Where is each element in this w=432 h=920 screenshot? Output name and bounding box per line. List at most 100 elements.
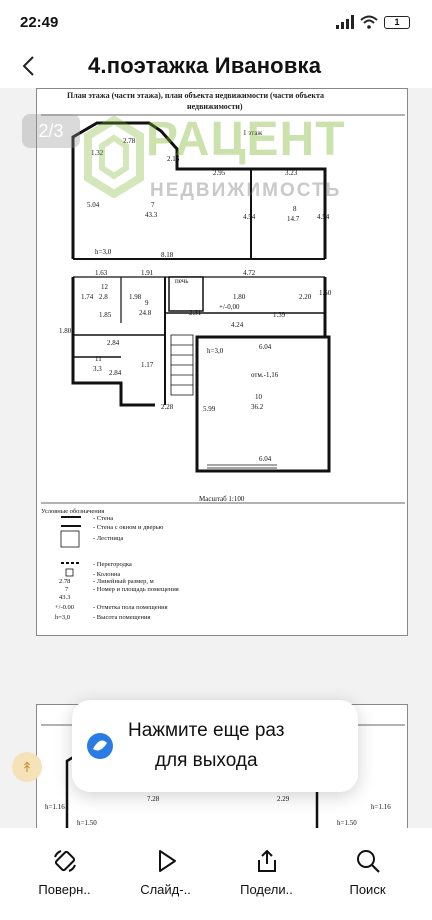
room-10-number: 10 xyxy=(255,393,263,401)
app-header: 4.поэтажка Ивановка xyxy=(0,44,432,88)
slideshow-button[interactable]: Слайд-.. xyxy=(122,836,210,920)
back-button[interactable] xyxy=(0,44,56,88)
play-icon xyxy=(158,850,176,872)
dim-1-63: 1.63 xyxy=(95,269,108,277)
legend-partition: - Перегородка xyxy=(93,561,132,568)
battery-icon: 1 xyxy=(384,15,410,29)
dim-2-84-b: 2.84 xyxy=(109,369,122,377)
floor-label: 1 этаж xyxy=(243,129,263,137)
dim-4-24: 4.24 xyxy=(231,321,244,329)
legend-room: - Номер и площадь помещения xyxy=(93,586,179,593)
share-icon xyxy=(257,849,276,872)
dim-4-54-b: 4.54 xyxy=(317,213,330,221)
dim-8-18: 8.18 xyxy=(161,251,174,259)
legend-wall: - Стена xyxy=(93,515,113,522)
room-11-area: 3.3 xyxy=(93,365,102,373)
room-12-area: 2.8 xyxy=(99,293,108,301)
plan-scale: Масштаб 1:100 xyxy=(199,495,245,503)
dim-2-16: 2.16 xyxy=(167,155,180,163)
status-bar: 22:49 1 xyxy=(0,0,432,44)
share-label: Подели.. xyxy=(240,882,293,897)
dim-1-85: 1.85 xyxy=(99,311,112,319)
legend-linear-value: 2.78 xyxy=(59,578,70,585)
legend-title: Условные обозначения xyxy=(41,508,104,515)
height-room-10: h=3,0 xyxy=(207,347,224,355)
dim-2-95: 2.95 xyxy=(213,169,226,177)
status-time: 22:49 xyxy=(20,13,59,31)
watermark-logo-icon xyxy=(84,116,144,198)
toast-line-2: для выхода xyxy=(154,750,258,771)
next-height-a: h=1.16 xyxy=(45,803,65,811)
room-7-number: 7 xyxy=(151,201,155,209)
search-button[interactable]: Поиск xyxy=(324,836,412,920)
dim-1-74: 1.74 xyxy=(81,293,94,301)
dim-1-17: 1.17 xyxy=(141,361,154,369)
floor-level-low: отм.-1,16 xyxy=(251,371,279,379)
legend-column: - Колонна xyxy=(93,571,120,578)
status-icons: 1 xyxy=(336,15,410,29)
watermark-brand: РАЦЕНТ xyxy=(146,113,346,166)
dim-1-98: 1.98 xyxy=(129,293,142,301)
dim-1-80-a: 1.80 xyxy=(233,293,246,301)
next-dim-1: 7.28 xyxy=(147,795,160,803)
next-dim-2: 2.29 xyxy=(277,795,290,803)
battery-level: 1 xyxy=(394,17,400,27)
next-height-d: h=1.16 xyxy=(371,803,391,811)
legend-room-number: 7 xyxy=(65,586,69,593)
dim-5-99: 5.99 xyxy=(203,405,216,413)
dim-2-84-a: 2.84 xyxy=(107,339,120,347)
legend-wall-window: - Стена с окном и дверью xyxy=(93,524,164,531)
dim-1-39: 1.39 xyxy=(273,311,286,319)
next-height-c: h=1.50 xyxy=(337,819,357,827)
search-icon xyxy=(356,850,380,873)
dim-4-54-a: 4.54 xyxy=(243,213,256,221)
floor-level-0: +/-0,00 xyxy=(219,303,240,311)
room-8-area: 14.7 xyxy=(287,215,300,223)
legend-linear: - Линейный размер, м xyxy=(93,578,154,585)
wifi-icon xyxy=(360,15,378,29)
room-7-area: 43.3 xyxy=(145,211,158,219)
legend-room-area: 43.3 xyxy=(59,594,70,601)
exit-toast: Нажмите еще раз для выхода xyxy=(72,700,358,792)
floating-helper-icon[interactable]: ↟ xyxy=(12,752,42,782)
room-8-number: 8 xyxy=(293,205,297,213)
dim-1-50: 1.50 xyxy=(319,289,332,297)
share-button[interactable]: Подели.. xyxy=(223,836,311,920)
legend-level-value: +/-0.00 xyxy=(55,604,74,611)
floor-plan-sheet: План этажа (части этажа), план объекта н… xyxy=(36,88,408,636)
slideshow-label: Слайд-.. xyxy=(140,882,191,897)
dim-4-72: 4.72 xyxy=(243,269,256,277)
search-label: Поиск xyxy=(349,882,386,897)
legend-height: - Высота помещения xyxy=(93,614,150,621)
rotate-label: Поверн.. xyxy=(38,882,91,897)
legend-level: - Отметка пола помещения xyxy=(93,604,168,611)
page-title: 4.поэтажка Ивановка xyxy=(88,53,322,78)
rotate-button[interactable]: Поверн.. xyxy=(21,836,109,920)
dim-2-28: 2.28 xyxy=(161,403,174,411)
watermark-subtitle: НЕДВИЖИМОСТЬ xyxy=(150,180,342,201)
floor-plan: План этажа (части этажа), план объекта н… xyxy=(41,91,405,621)
toast-line-1: Нажмите еще раз xyxy=(128,720,285,741)
legend-height-value: h=3,0 xyxy=(55,614,70,621)
dim-3-23: 3.23 xyxy=(285,169,298,177)
page-counter: 2/3 xyxy=(22,114,80,148)
room-11-number: 11 xyxy=(95,355,102,363)
dim-1-80-b: 1.80 xyxy=(59,327,72,335)
signal-icon xyxy=(336,15,354,29)
dim-6-04-b: 6.04 xyxy=(259,455,272,463)
image-viewer[interactable]: План этажа (части этажа), план объекта н… xyxy=(0,88,432,828)
dim-5-04: 5.04 xyxy=(87,201,100,209)
plan-heading-2: недвижимости) xyxy=(187,102,243,111)
dim-6-04-a: 6.04 xyxy=(259,343,272,351)
bottom-toolbar: Поверн.. Слайд-.. Подели.. Поиск xyxy=(0,836,432,920)
stove-label: печь xyxy=(175,277,188,285)
room-12-number: 12 xyxy=(101,283,109,291)
toast-message: Нажмите еще раз для выхода xyxy=(128,716,284,776)
height-room-7: h=3,0 xyxy=(95,248,112,256)
app-icon xyxy=(87,733,113,759)
chevron-left-icon xyxy=(22,56,34,76)
dim-2-78: 2.78 xyxy=(123,137,136,145)
room-9-area: 24.8 xyxy=(139,309,152,317)
dim-1-32: 1.32 xyxy=(91,149,104,157)
next-height-b: h=1.50 xyxy=(77,819,97,827)
